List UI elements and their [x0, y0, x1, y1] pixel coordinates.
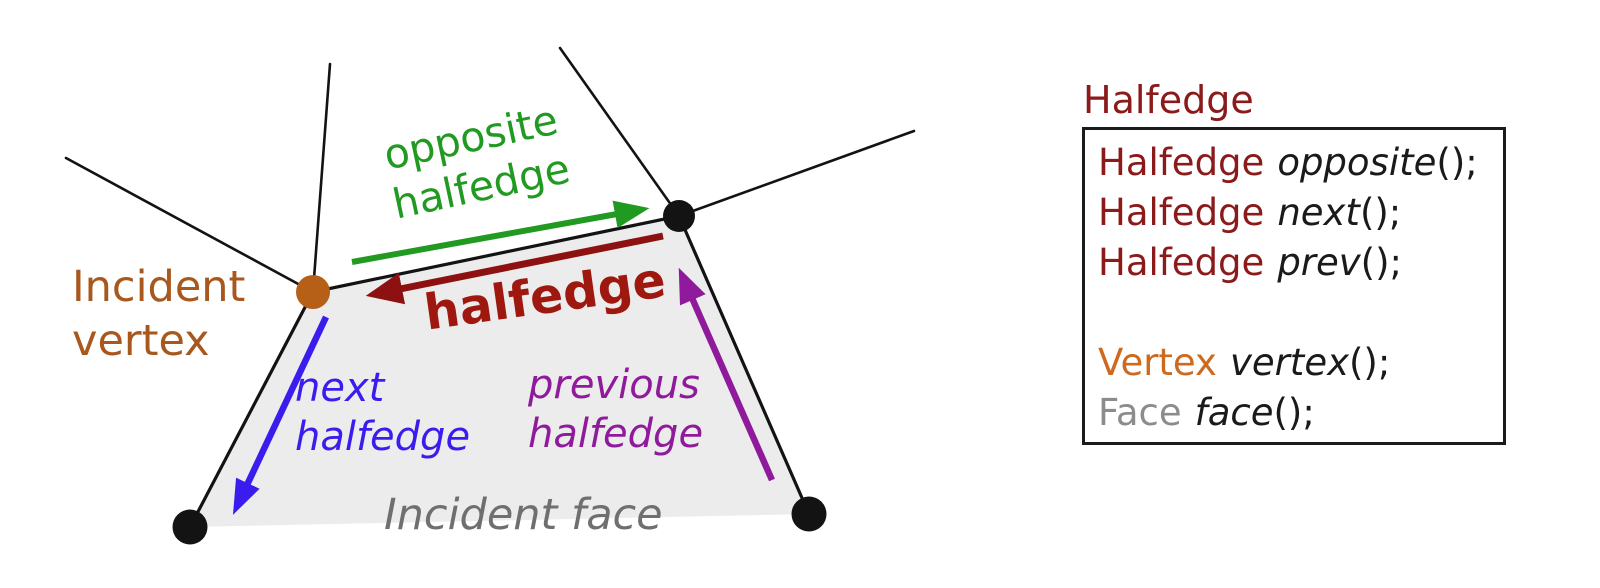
method-punct: ();	[1436, 141, 1478, 184]
method-name: vertex	[1229, 341, 1349, 384]
face-edge-left	[188, 290, 315, 529]
previous-halfedge-label-line1: previous	[528, 362, 700, 408]
api-row-face: Face face();	[1098, 388, 1495, 438]
api-row-opposite: Halfedge opposite();	[1098, 138, 1495, 188]
method-name: opposite	[1277, 141, 1437, 184]
api-row-blank	[1098, 288, 1495, 338]
return-type: Halfedge	[1098, 191, 1265, 234]
next-halfedge-label-line2: halfedge	[295, 414, 471, 460]
method-name: face	[1194, 391, 1274, 434]
vertex-dot	[172, 509, 208, 545]
next-halfedge-arrow	[232, 315, 329, 515]
incident-vertex-label-line1: Incident	[72, 262, 246, 312]
previous-halfedge-arrow	[678, 267, 775, 482]
mesh-edge-ray	[677, 129, 916, 218]
mesh-edge-ray	[558, 46, 681, 218]
method-punct: ();	[1360, 241, 1403, 284]
return-type: Face	[1098, 391, 1182, 434]
vertex-dot	[663, 200, 695, 232]
previous-halfedge-label: previous halfedge	[528, 361, 703, 459]
method-punct: ();	[1273, 391, 1315, 434]
method-punct: ();	[1359, 191, 1402, 234]
return-type: Halfedge	[1098, 141, 1265, 184]
return-type: Vertex	[1098, 341, 1217, 384]
method-punct: ();	[1348, 341, 1391, 384]
next-halfedge-label: next halfedge	[295, 364, 470, 462]
api-row-prev: Halfedge prev();	[1098, 238, 1495, 288]
panel-title: Halfedge	[1083, 78, 1254, 122]
opposite-halfedge-arrow	[351, 200, 650, 265]
method-name: prev	[1277, 241, 1361, 284]
api-row-next: Halfedge next();	[1098, 188, 1495, 238]
mesh-edge-ray	[311, 62, 332, 294]
incident-face-label: Incident face	[384, 490, 663, 540]
incident-vertex-label: Incident vertex	[72, 260, 245, 368]
return-type: Halfedge	[1098, 241, 1265, 284]
incident-face-shape	[190, 216, 809, 527]
mesh-edge-ray	[64, 156, 315, 294]
next-halfedge-label-line1: next	[295, 365, 385, 411]
incident-vertex-dot	[296, 275, 330, 309]
halfedge-arrow	[365, 232, 664, 305]
incident-vertex-label-line2: vertex	[72, 316, 210, 366]
vertex-dot	[791, 496, 827, 532]
method-name: next	[1277, 191, 1360, 234]
api-row-vertex: Vertex vertex();	[1098, 338, 1495, 388]
face-edge-right	[677, 214, 811, 516]
previous-halfedge-label-line2: halfedge	[528, 411, 704, 457]
